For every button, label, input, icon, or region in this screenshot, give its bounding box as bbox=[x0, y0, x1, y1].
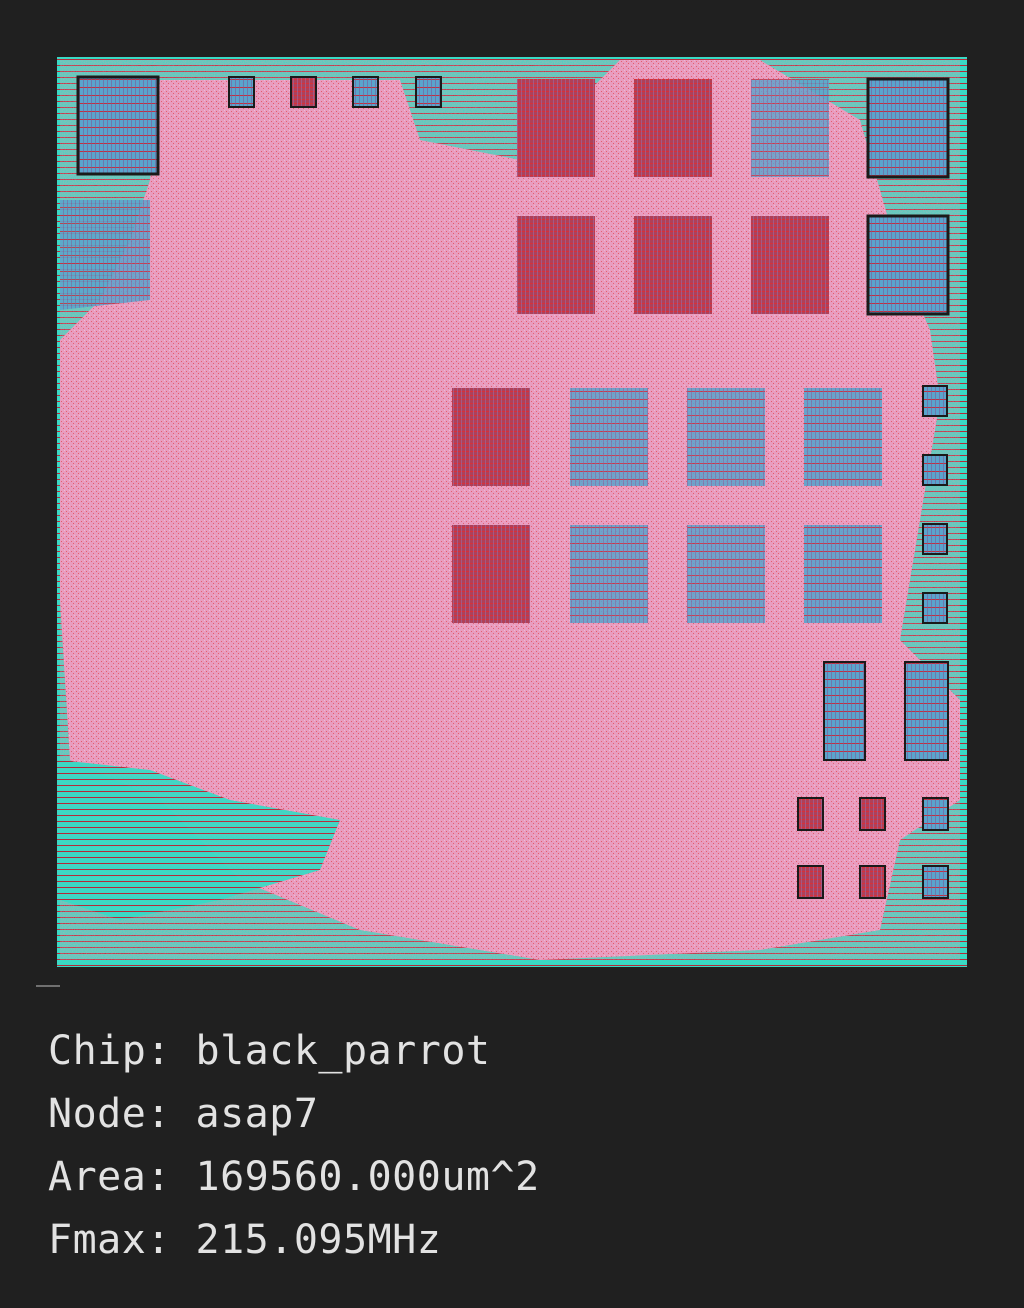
standard-cell-region bbox=[60, 60, 960, 960]
chip-info-panel: Chip: black_parrot Node: asap7 Area: 169… bbox=[48, 1020, 988, 1272]
chip-name-line: Chip: black_parrot bbox=[48, 1020, 988, 1083]
node-label: Node: bbox=[48, 1091, 171, 1137]
fmax-label: Fmax: bbox=[48, 1217, 171, 1263]
area-line: Area: 169560.000um^2 bbox=[48, 1146, 988, 1209]
node-line: Node: asap7 bbox=[48, 1083, 988, 1146]
fmax-value: 215.095MHz bbox=[195, 1217, 442, 1263]
area-value: 169560.000um^2 bbox=[195, 1154, 540, 1200]
macro-blocks bbox=[76, 75, 950, 899]
fmax-line: Fmax: 215.095MHz bbox=[48, 1209, 988, 1272]
node-value: asap7 bbox=[195, 1091, 319, 1137]
chip-layout-view bbox=[36, 57, 967, 987]
area-label: Area: bbox=[48, 1154, 171, 1200]
chip-label: Chip: bbox=[48, 1028, 171, 1074]
chip-value: black_parrot bbox=[195, 1028, 491, 1074]
